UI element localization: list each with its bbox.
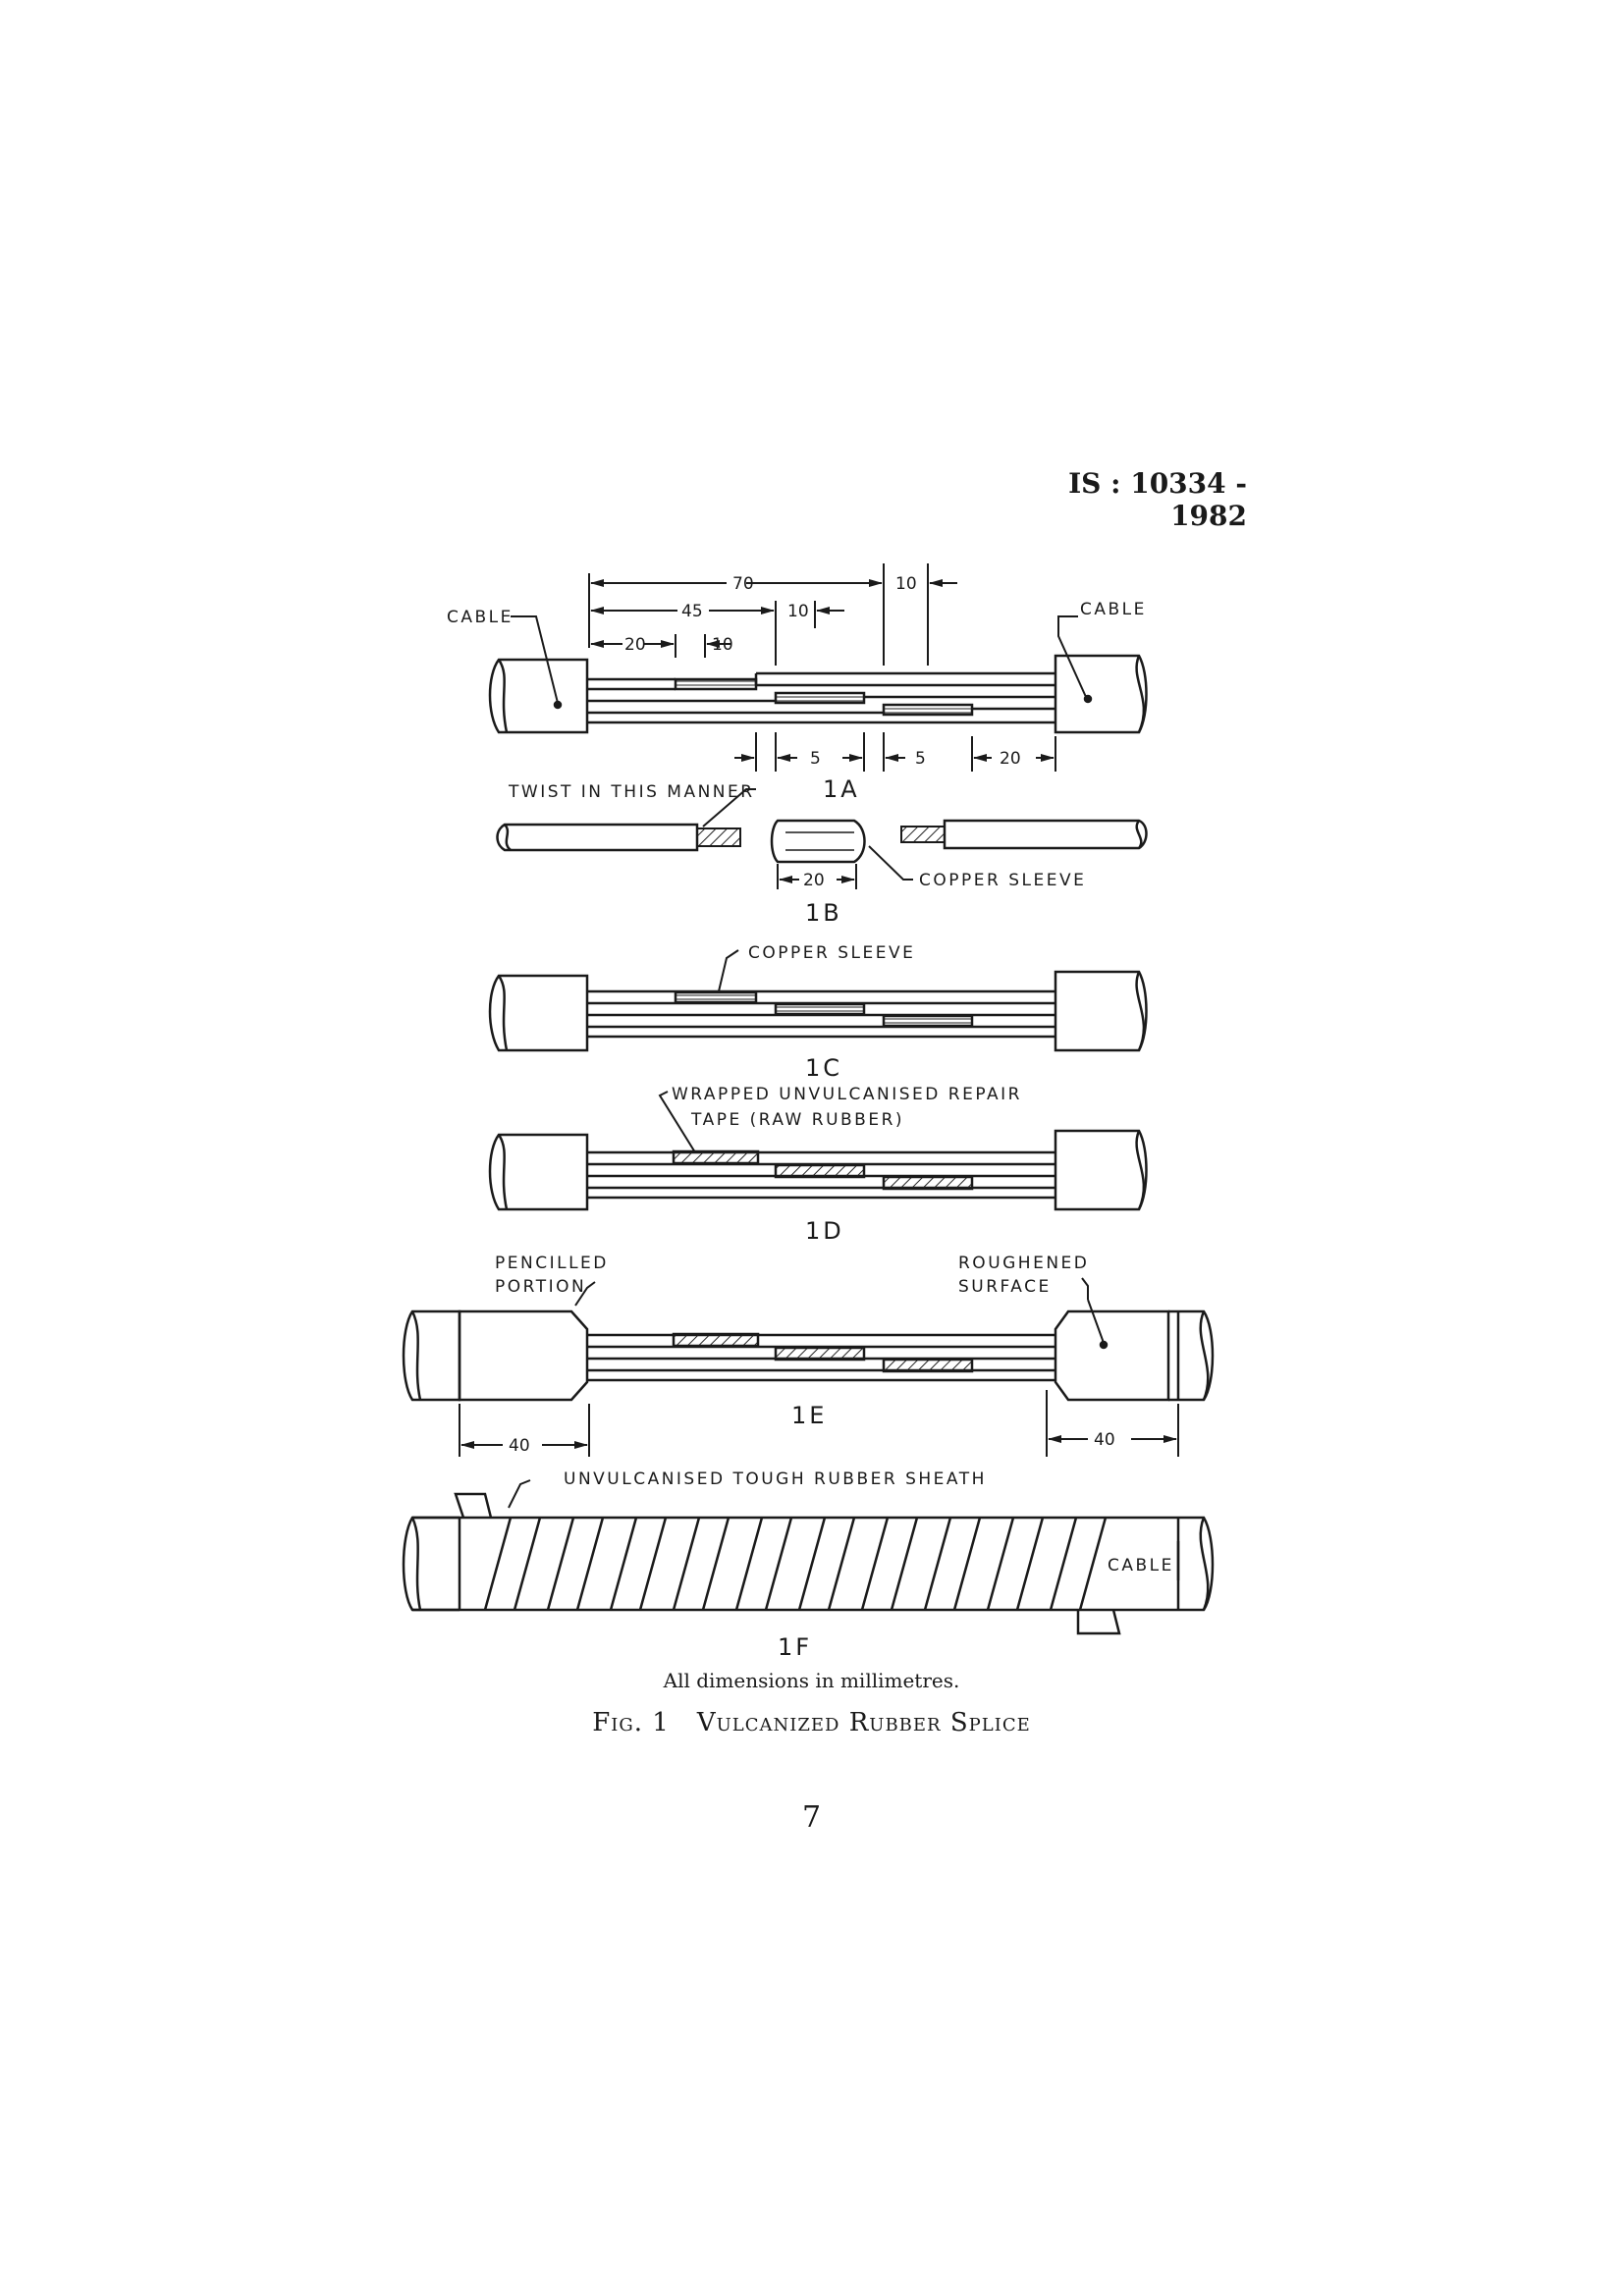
dim-5-right: 5 <box>915 749 926 769</box>
label-roughened-line2: SURFACE <box>958 1277 1052 1297</box>
fig-1c <box>488 949 1148 1052</box>
label-cable-left: CABLE <box>447 608 514 627</box>
label-tape-line2: TAPE (RAW RUBBER) <box>690 1110 904 1130</box>
label-tape-line1: WRAPPED UNVULCANISED REPAIR <box>672 1085 1022 1104</box>
dim-40-left: 40 <box>509 1436 530 1456</box>
label-cable-1f: CABLE <box>1108 1556 1174 1575</box>
dim-10-small: 10 <box>712 635 733 655</box>
fig-1e <box>402 1277 1215 1457</box>
caption-title: Vulcanized Rubber Splice <box>696 1708 1031 1737</box>
dim-20-bottom: 20 <box>1000 749 1021 769</box>
sub-label-1e: 1E <box>791 1402 827 1429</box>
sub-label-1c: 1C <box>805 1054 842 1082</box>
label-cable-right: CABLE <box>1080 600 1147 619</box>
dimension-note: All dimensions in millimetres. <box>663 1669 960 1692</box>
sub-label-1b: 1B <box>805 899 842 927</box>
standard-number: IS : 10334 - 1982 <box>1068 467 1247 532</box>
sub-label-1d: 1D <box>805 1217 844 1245</box>
dim-45: 45 <box>681 602 703 621</box>
label-roughened-line1: ROUGHENED <box>958 1254 1089 1273</box>
fig-1b <box>496 788 1148 889</box>
dim-20-top: 20 <box>624 635 646 655</box>
dim-20-1b: 20 <box>803 871 825 890</box>
fig-1d <box>488 1091 1148 1211</box>
sub-label-1f: 1F <box>778 1633 812 1661</box>
label-twist: TWIST IN THIS MANNER <box>508 782 755 802</box>
fig-1f <box>402 1479 1215 1635</box>
label-pencilled-line2: PORTION <box>495 1277 586 1297</box>
dim-10-mid: 10 <box>787 602 809 621</box>
dim-70: 70 <box>732 574 754 594</box>
sub-label-1a: 1A <box>823 775 860 803</box>
caption-fig-number: Fig. 1 <box>592 1708 670 1737</box>
label-sheath: UNVULCANISED TOUGH RUBBER SHEATH <box>564 1469 987 1489</box>
label-copper-sleeve-1c: COPPER SLEEVE <box>748 943 915 963</box>
dim-10-top: 10 <box>895 574 917 594</box>
fig-1a <box>488 563 1148 772</box>
dim-40-right: 40 <box>1094 1430 1115 1450</box>
page-number: 7 <box>801 1800 822 1835</box>
figure-caption: Fig. 1 Vulcanized Rubber Splice <box>0 1708 1623 1737</box>
label-copper-sleeve-1b: COPPER SLEEVE <box>919 871 1086 890</box>
label-pencilled-line1: PENCILLED <box>495 1254 609 1273</box>
dim-5-left: 5 <box>810 749 821 769</box>
